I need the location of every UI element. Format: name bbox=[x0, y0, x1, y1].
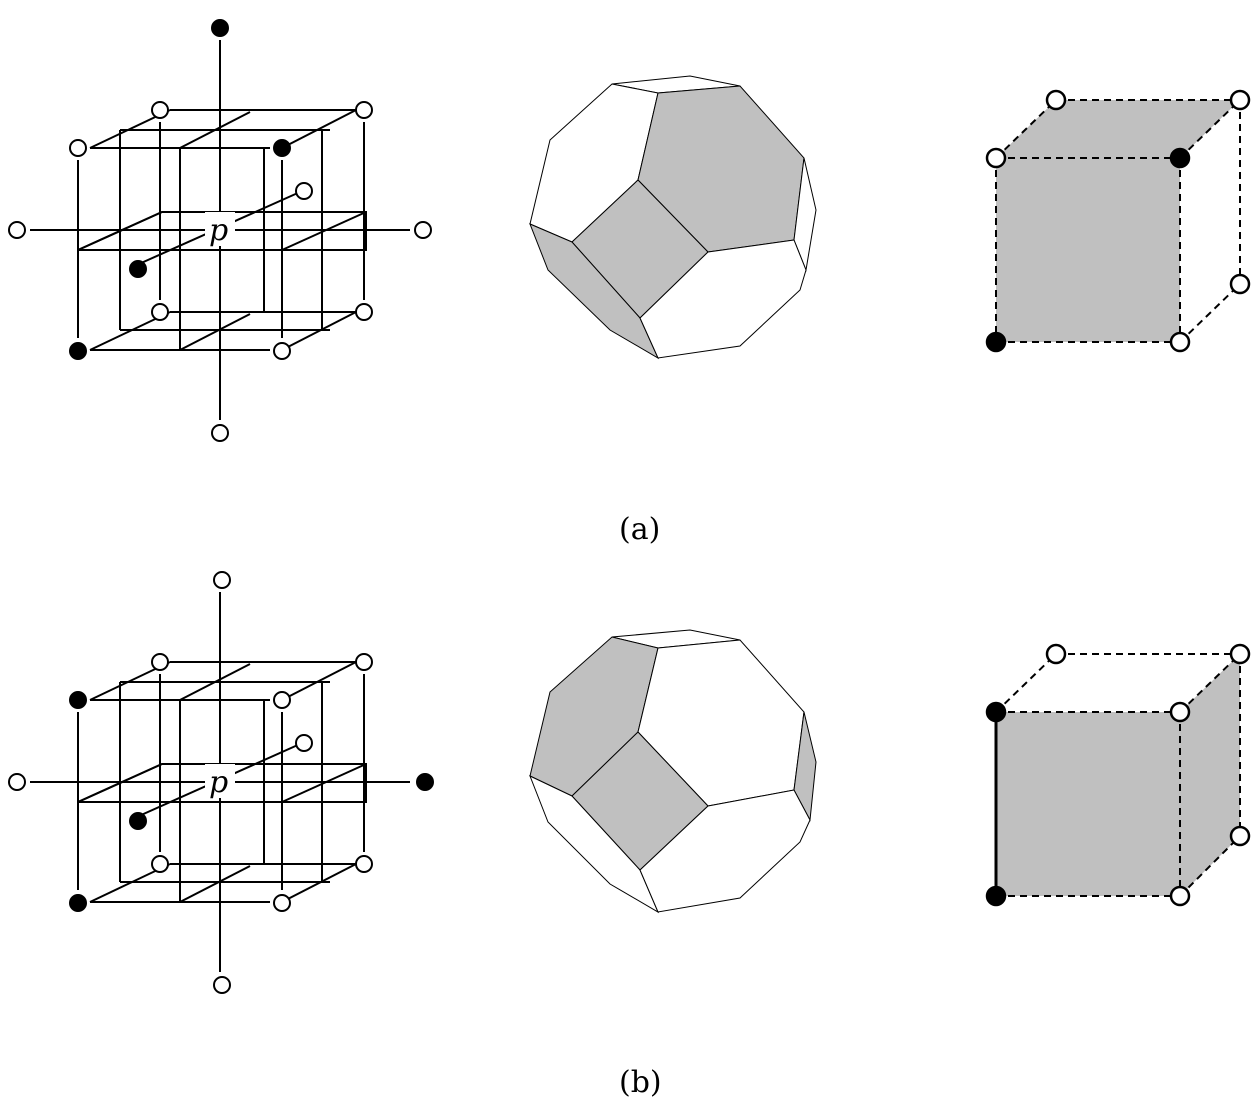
cube-vertex-front-bottom-left bbox=[985, 331, 1007, 353]
node-back-bottom-left bbox=[151, 855, 169, 873]
caption-b: (b) bbox=[619, 1065, 662, 1100]
cube-vertex-back-top-left bbox=[1045, 643, 1067, 665]
node-bottom bbox=[211, 424, 229, 442]
cube-vertex-front-bottom-right bbox=[1169, 885, 1191, 907]
cube-vertex-back-bottom-right bbox=[1229, 273, 1251, 295]
cube-vertex-front-top-left bbox=[985, 701, 1007, 723]
node-front-bottom-right bbox=[273, 342, 291, 360]
voronoi-cell-b bbox=[529, 629, 817, 914]
face-lower-right-hexagon bbox=[639, 239, 807, 359]
cube-face-right bbox=[1180, 654, 1240, 896]
lattice-nodes-a bbox=[8, 19, 432, 442]
cube-vertex-back-top-left bbox=[1045, 89, 1067, 111]
cube-face-top bbox=[996, 100, 1240, 158]
node-front-mid bbox=[129, 812, 147, 830]
cube-vertex-back-top-right bbox=[1229, 89, 1251, 111]
face-lower-right-hexagon bbox=[639, 789, 811, 913]
cube-vertex-front-top-right bbox=[1169, 701, 1191, 723]
node-back-bottom-right bbox=[355, 303, 373, 321]
lattice-diagram-a bbox=[30, 40, 410, 420]
node-front-bottom-right bbox=[273, 894, 291, 912]
node-front-top-left bbox=[69, 691, 87, 709]
cube-face-front bbox=[996, 158, 1180, 342]
row-b: p bbox=[8, 571, 1251, 1100]
point-p-backing-a bbox=[205, 212, 235, 246]
node-left bbox=[8, 773, 26, 791]
cube-a bbox=[985, 89, 1251, 353]
node-back-bottom-left bbox=[151, 303, 169, 321]
cube-face-front bbox=[996, 712, 1180, 896]
node-front-mid bbox=[129, 260, 147, 278]
caption-a: (a) bbox=[619, 512, 660, 547]
node-front-bottom-left bbox=[69, 342, 87, 360]
node-right bbox=[416, 773, 434, 791]
node-back-bottom-right bbox=[355, 855, 373, 873]
node-back-mid bbox=[295, 182, 313, 200]
cube-vertex-front-bottom-left bbox=[985, 885, 1007, 907]
node-bottom bbox=[213, 976, 231, 994]
cube-vertex-back-top-right bbox=[1229, 643, 1251, 665]
voronoi-cell-a bbox=[529, 75, 817, 360]
cube-vertex-back-bottom-right bbox=[1229, 825, 1251, 847]
cube-vertex-front-top-right bbox=[1169, 147, 1191, 169]
node-back-top-left bbox=[151, 101, 169, 119]
node-left bbox=[8, 221, 26, 239]
row-a: p bbox=[8, 19, 1251, 547]
node-top bbox=[213, 571, 231, 589]
node-top bbox=[211, 19, 229, 37]
cube-vertex-front-bottom-right bbox=[1169, 331, 1191, 353]
point-p-backing-b bbox=[205, 764, 235, 798]
point-label-p-b: p bbox=[209, 765, 228, 800]
node-front-bottom-left bbox=[69, 894, 87, 912]
node-back-top-right bbox=[355, 101, 373, 119]
node-back-top-left bbox=[151, 653, 169, 671]
lattice-nodes-b bbox=[8, 571, 434, 994]
node-front-top-right bbox=[273, 139, 291, 157]
node-front-top-left bbox=[69, 139, 87, 157]
point-label-p-a: p bbox=[209, 213, 228, 248]
cube-vertex-front-top-left bbox=[985, 147, 1007, 169]
node-front-top-right bbox=[273, 691, 291, 709]
node-back-top-right bbox=[355, 653, 373, 671]
node-back-mid bbox=[295, 734, 313, 752]
node-right bbox=[414, 221, 432, 239]
cube-b bbox=[985, 643, 1251, 907]
